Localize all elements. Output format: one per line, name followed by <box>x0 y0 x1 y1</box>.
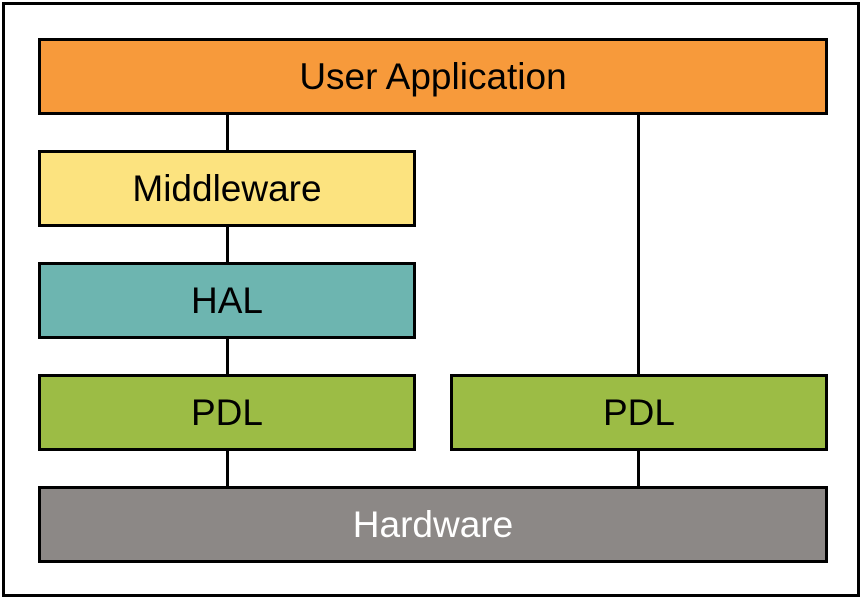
connector-app-middleware <box>226 115 229 150</box>
middleware-label: Middleware <box>132 168 322 209</box>
hardware-block: Hardware <box>38 486 828 563</box>
connector-pdl-hardware-left <box>226 451 229 486</box>
hardware-label: Hardware <box>352 504 514 545</box>
connector-hal-pdl <box>226 339 229 374</box>
connector-middleware-hal <box>226 227 229 262</box>
pdl-right-label: PDL <box>603 392 675 433</box>
middleware-block: Middleware <box>38 150 416 227</box>
pdl-left-block: PDL <box>38 374 416 451</box>
user-application-block: User Application <box>38 38 828 115</box>
pdl-right-block: PDL <box>450 374 828 451</box>
connector-pdl-hardware-right <box>637 451 640 486</box>
hal-label: HAL <box>191 280 263 321</box>
user-application-label: User Application <box>299 56 567 97</box>
connector-app-pdl-right <box>637 115 640 374</box>
hal-block: HAL <box>38 262 416 339</box>
pdl-left-label: PDL <box>191 392 263 433</box>
